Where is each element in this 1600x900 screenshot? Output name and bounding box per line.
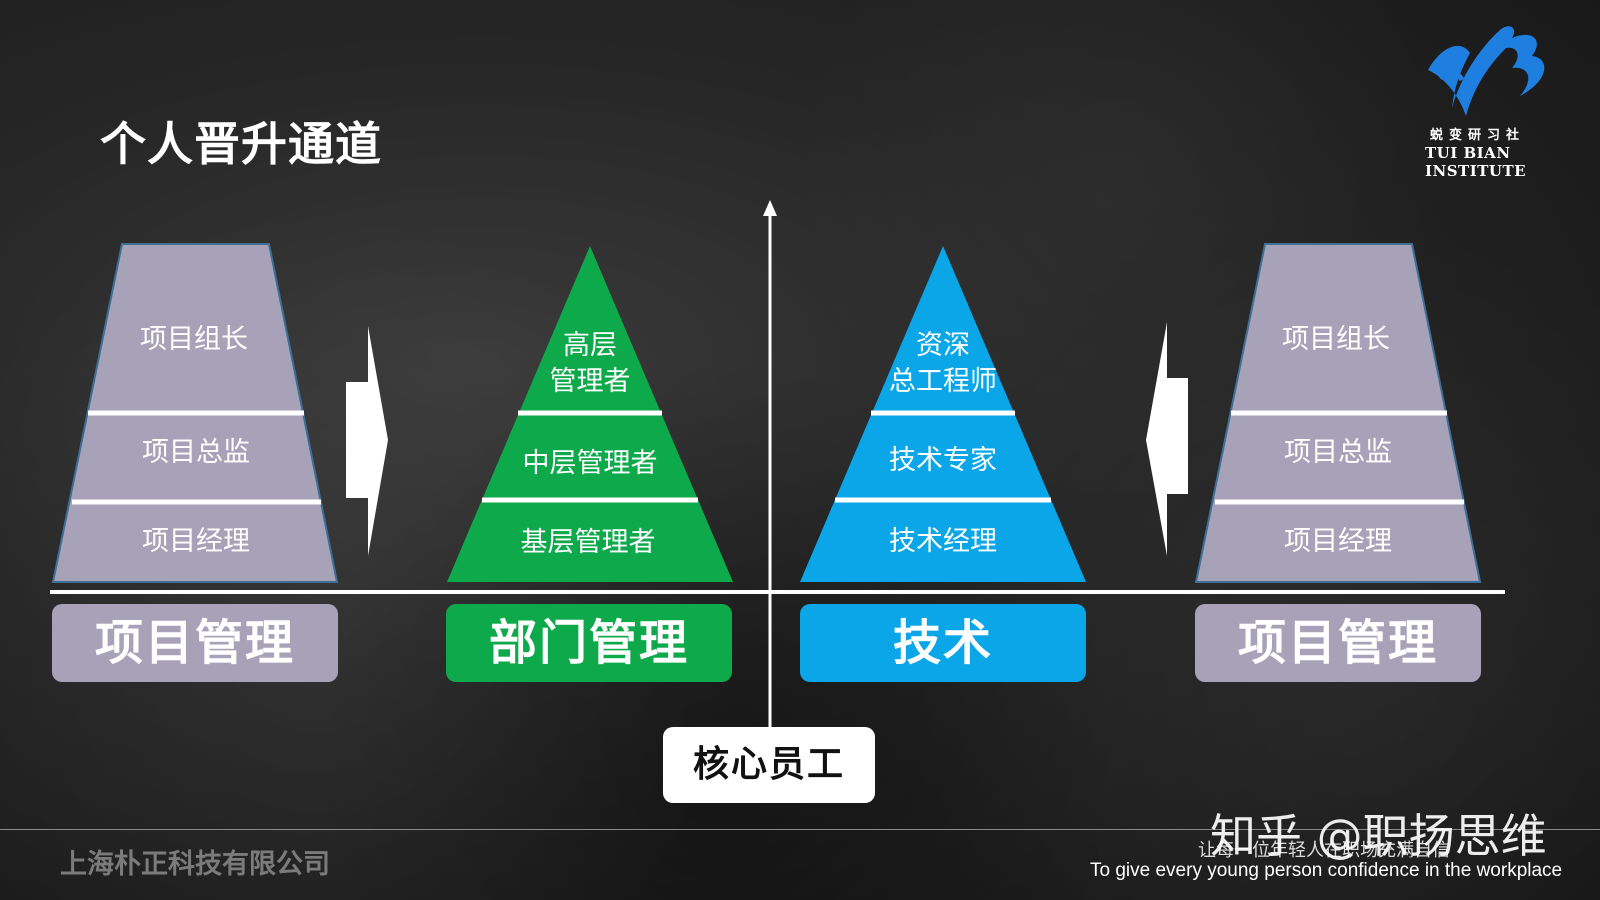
left-trapezoid	[51, 243, 339, 583]
slogan-cn: 让每一位年轻人在职场充满自信	[1198, 840, 1450, 861]
level-label: 项目经理	[1284, 526, 1392, 557]
page-title: 个人晋升通道	[100, 117, 382, 171]
level-label: 项目总监	[142, 437, 250, 468]
level-label: 技术经理	[889, 526, 997, 557]
right-trapezoid	[1194, 243, 1482, 583]
level-label: 项目总监	[1284, 437, 1392, 468]
category-department-management: 部门管理	[446, 604, 732, 682]
level-label: 基层管理者	[520, 527, 656, 558]
axis-arrowhead	[763, 200, 777, 216]
category-project-management-right: 项目管理	[1195, 604, 1481, 682]
company-name: 上海朴正科技有限公司	[60, 849, 330, 880]
category-technical: 技术	[800, 604, 1086, 682]
logo-cn-text: 蜕变研习社	[1430, 128, 1526, 143]
green-triangle	[447, 246, 733, 582]
level-label: 项目组长	[1282, 324, 1390, 355]
footer-divider	[0, 829, 1600, 830]
right-arrow-shape	[346, 326, 388, 556]
slogan-en: To give every young person confidence in…	[1090, 860, 1563, 881]
level-label: 高层 管理者	[549, 330, 631, 397]
left-arrow-shape	[1146, 322, 1188, 556]
logo-en-text: TUI BIAN INSTITUTE	[1425, 144, 1527, 180]
blue-triangle	[800, 246, 1086, 582]
level-label: 资深 总工程师	[889, 330, 997, 397]
logo-icon	[1428, 26, 1545, 117]
level-label: 技术专家	[889, 445, 997, 476]
watermark: 知乎 @职扬思维	[1210, 809, 1547, 863]
level-label: 项目经理	[142, 526, 250, 557]
level-label: 中层管理者	[522, 448, 658, 479]
category-project-management-left: 项目管理	[52, 604, 338, 682]
level-label: 项目组长	[140, 324, 248, 355]
core-employee-box: 核心员工	[663, 727, 875, 803]
